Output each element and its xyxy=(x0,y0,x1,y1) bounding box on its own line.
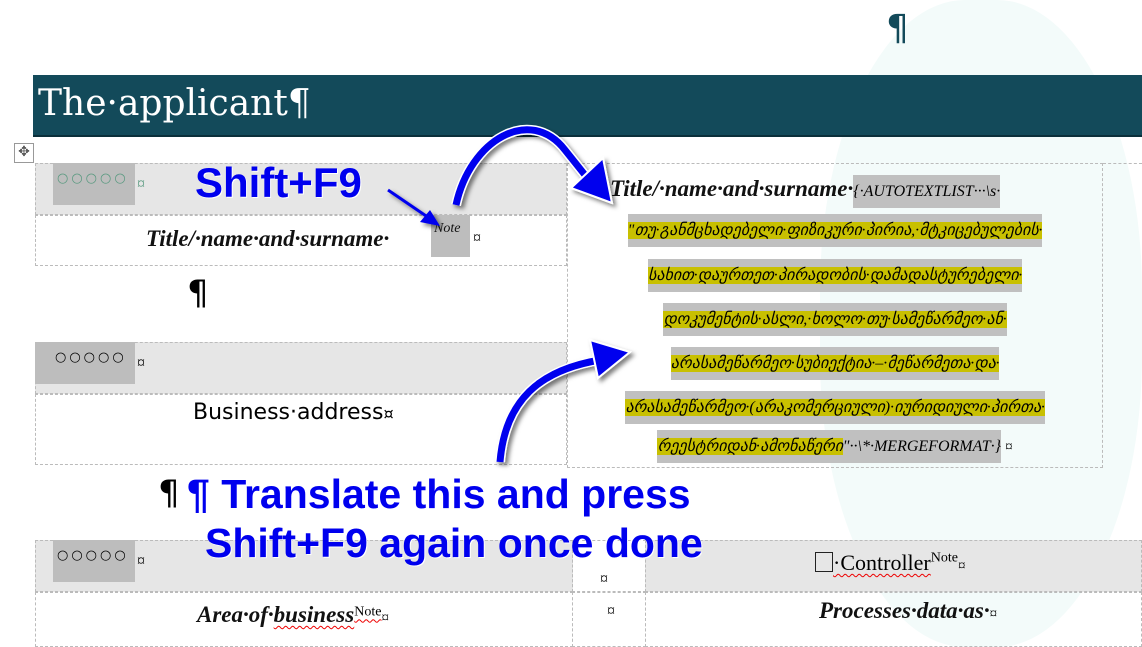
cell-border-right xyxy=(1103,163,1142,468)
controller-checkbox[interactable]: ·ControllerNote¤ xyxy=(815,550,965,576)
paragraph-mark: ¶ xyxy=(886,8,909,49)
shift-f9-annotation: Shift+F9 xyxy=(195,159,362,206)
field-line: არასამეწარმეო·(არაკომერციული)·იურიდიული·… xyxy=(568,391,1102,424)
processes-data-label: Processes·data·as·¤ xyxy=(819,598,998,623)
content-control-marker[interactable]: ○○○○○ xyxy=(35,342,135,384)
curved-arrowhead-top-icon xyxy=(569,156,614,205)
table-row-4 xyxy=(35,394,567,465)
field-line: "თუ·განმცხადებელი·ფიზიკური·პირია,·მტკიცე… xyxy=(568,214,1102,247)
cell-end-mark: ¤ xyxy=(137,176,145,193)
table-move-handle-icon[interactable]: ✥ xyxy=(14,143,34,163)
title-name-label: Title/·name·and·surname· xyxy=(146,226,390,251)
field-line: დოკუმენტის·ასლი,·ხოლო·თუ·სამეწარმეო·ან· xyxy=(568,303,1102,336)
cell-end-mark: ¤ xyxy=(137,355,145,372)
instruction-line-2: Shift+F9 again once done xyxy=(205,520,703,566)
content-control-marker[interactable]: ○○○○○ xyxy=(53,540,135,582)
field-line: რეესტრიდან·ამონაწერი"··\*·MERGEFORMAT·} … xyxy=(568,430,1102,463)
table-row-5-right xyxy=(645,540,1142,592)
curved-arrowhead-bottom-icon xyxy=(588,338,633,380)
curved-arrow-top-icon xyxy=(451,124,589,207)
content-control-marker[interactable]: ○○○○○ xyxy=(53,163,135,205)
instruction-line-1: ¶ Translate this and press xyxy=(187,471,691,517)
business-address-label: Business·address¤ xyxy=(193,400,394,425)
area-of-business-label: Area·of·businessNote¤ xyxy=(197,602,389,627)
small-arrowhead-icon xyxy=(420,210,440,226)
paragraph-mark: ¶ xyxy=(187,273,209,313)
section-title: The·applicant¶ xyxy=(38,83,311,124)
checkbox-icon xyxy=(815,552,833,572)
cell-end-mark: ¤ xyxy=(607,603,615,620)
paragraph-mark: ¶ xyxy=(158,473,180,513)
small-arrow-icon xyxy=(387,188,433,222)
cell-end-mark: ¤ xyxy=(473,230,481,247)
field-line: Title/·name·and·surname·{·AUTOTEXTLIST··… xyxy=(610,175,1001,208)
cell-end-mark: ¤ xyxy=(137,553,145,570)
field-line: არასამეწარმეო·სუბიექტია·–·მეწარმეთა·და· xyxy=(568,347,1102,380)
field-code-cell[interactable]: Title/·name·and·surname·{·AUTOTEXTLIST··… xyxy=(567,163,1103,468)
section-header: The·applicant¶ xyxy=(33,75,1142,137)
table-row-2 xyxy=(35,215,567,266)
field-line: სახით·დაურთეთ·პირადობის·დამადასტურებელი· xyxy=(568,259,1102,292)
cell-end-mark: ¤ xyxy=(600,571,608,588)
